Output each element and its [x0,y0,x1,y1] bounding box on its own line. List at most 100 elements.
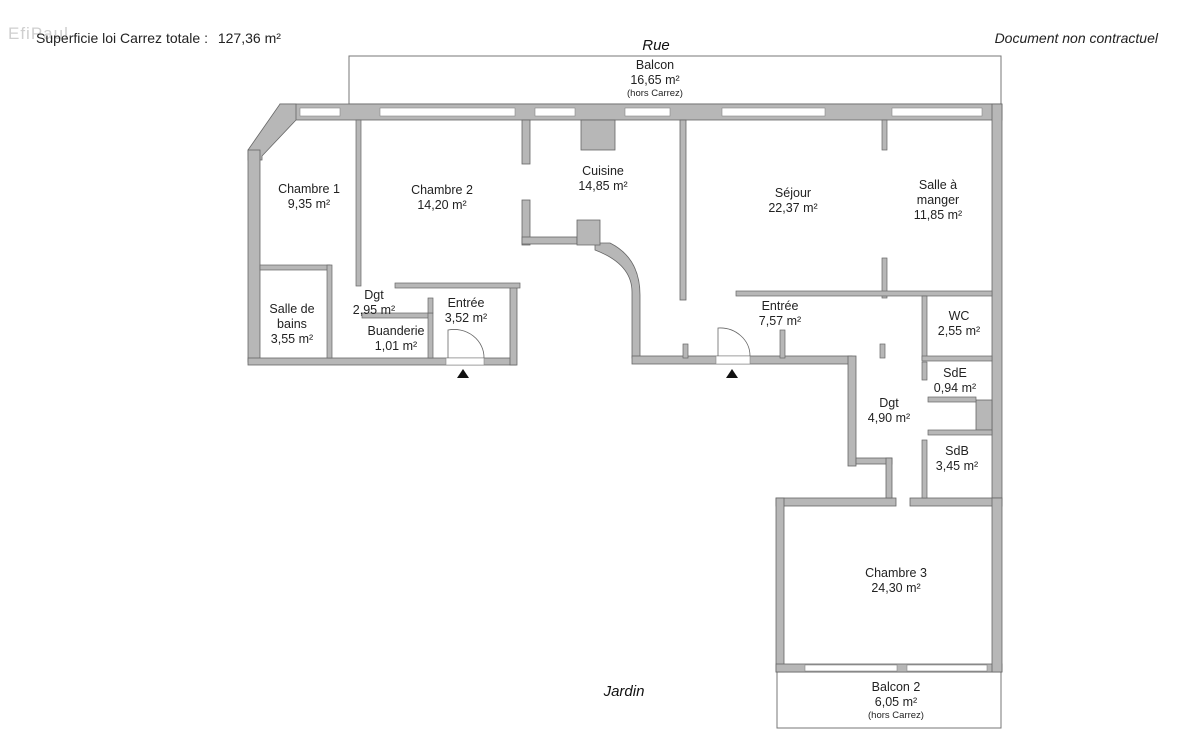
wall-wc-bottom [921,355,993,362]
room-name: Buanderie [367,324,425,338]
room-dgt-2: Dgt 4,90 m² [868,396,910,426]
room-sdb: SdB 3,45 m² [936,444,978,474]
door-entree1-gap [445,357,485,366]
room-area: 14,20 m² [417,198,467,212]
total-area-value: 127,36 m² [217,30,281,46]
room-name: Dgt [879,396,899,410]
window-ch2 [379,107,516,117]
room-note: (hors Carrez) [627,88,683,99]
wall-ch1-ch2 [355,119,362,287]
wall-cuisine-left-2 [521,199,531,246]
room-area: 2,55 m² [937,324,981,338]
room-area: 9,35 m² [287,197,331,211]
room-name: Dgt [364,288,384,302]
disclaimer: Document non contractuel [994,30,1158,46]
wall-cuisine-bottom [521,236,578,245]
wall-right-left-wing [509,284,518,366]
room-name-line2: bains [277,317,307,331]
street-top-label: Rue [642,37,670,54]
chimney [580,119,616,151]
wall-ch1-bottom [259,264,331,271]
room-name: Chambre 1 [278,182,340,196]
room-name: Cuisine [582,164,624,178]
room-name: SdB [945,444,969,458]
window-salle [891,107,983,117]
wall-sdb-right [326,264,333,359]
wall-sejour-bottom [735,290,993,297]
room-salle-de-bains: Salle de bains 3,55 m² [269,302,314,347]
door-swing-entree1 [447,329,485,359]
wall-curve [594,242,641,359]
window-ch1 [299,107,341,117]
entrance-arrow-1 [457,369,469,378]
wall-entree1-left [427,297,434,314]
wall-ch3-left [775,497,785,673]
wall-sdb-left [921,439,928,499]
room-area: 1,01 m² [374,339,418,353]
room-entree-1: Entrée 3,52 m² [445,296,487,326]
total-area-label: Superficie loi Carrez totale : 127,36 m² [36,31,281,45]
room-name: Chambre 3 [865,566,927,580]
room-area: 6,05 m² [874,695,918,709]
room-name: Balcon [635,58,675,72]
room-balcon-2: Balcon 2 6,05 m² (hors Carrez) [868,680,924,722]
room-sejour: Séjour 22,37 m² [768,186,817,216]
room-wc: WC 2,55 m² [938,309,980,339]
window-cuisine-1 [534,107,576,117]
door-entree2-gap [715,355,751,365]
room-area: 3,45 m² [935,459,979,473]
room-name: Séjour [774,186,812,200]
room-area: 16,65 m² [630,73,680,87]
wall-sde-left [921,361,928,381]
room-cuisine: Cuisine 14,85 m² [578,164,627,194]
wall-ch3-top-left [775,497,897,507]
room-area: 7,57 m² [758,314,802,328]
room-name-line1: Salle à [918,178,958,192]
wall-sde-bottom [927,396,977,403]
room-name-line2: manger [916,193,960,207]
wall-right [991,103,1003,501]
room-name: Balcon 2 [871,680,921,694]
wall-sejour-salle-2 [881,257,888,299]
room-name: Entrée [447,296,485,310]
room-chambre-1: Chambre 1 9,35 m² [278,182,340,212]
wall-wc-left [921,295,928,361]
wall-sde-block [975,399,993,431]
wall-sejour-salle [881,119,888,151]
wall-dgt2-nook-2 [885,457,893,499]
wall-sdb-top [927,429,993,436]
wall-buanderie-right [427,312,434,359]
room-area: 4,90 m² [867,411,911,425]
wall-entree2-b [779,329,786,359]
watermark-logo: EfiPaul [8,24,69,43]
wall-entree2-c [879,343,886,359]
window-sejour [721,107,826,117]
room-salle-a-manger: Salle à manger 11,85 m² [914,178,962,223]
room-name-line1: Salle de [269,302,315,316]
window-ch3-1 [804,664,898,672]
room-area: 11,85 m² [913,208,963,222]
room-name: WC [948,309,970,323]
room-name: Entrée [761,299,799,313]
room-chambre-2: Chambre 2 14,20 m² [411,183,473,213]
wall-cuisine-wedge [576,219,601,246]
room-sde: SdE 0,94 m² [934,366,976,396]
wall-cuisine-left [521,119,531,165]
wall-left [247,149,261,363]
room-name: Chambre 2 [411,183,473,197]
room-area: 3,55 m² [270,332,314,346]
door-swing-entree2 [717,327,751,357]
entrance-arrow-2 [726,369,738,378]
room-balcon: Balcon 16,65 m² (hors Carrez) [627,58,683,100]
room-area: 0,94 m² [933,381,977,395]
room-buanderie: Buanderie 1,01 m² [368,324,425,354]
room-entree-2: Entrée 7,57 m² [759,299,801,329]
room-chambre-3: Chambre 3 24,30 m² [865,566,927,596]
wall-cuisine-right [679,119,687,301]
room-area: 2,95 m² [352,303,396,317]
wall-ch2-bottom [394,282,521,289]
room-area: 22,37 m² [768,201,818,215]
wall-ch3-top-right [909,497,1003,507]
wall-entree2-a [682,343,689,359]
